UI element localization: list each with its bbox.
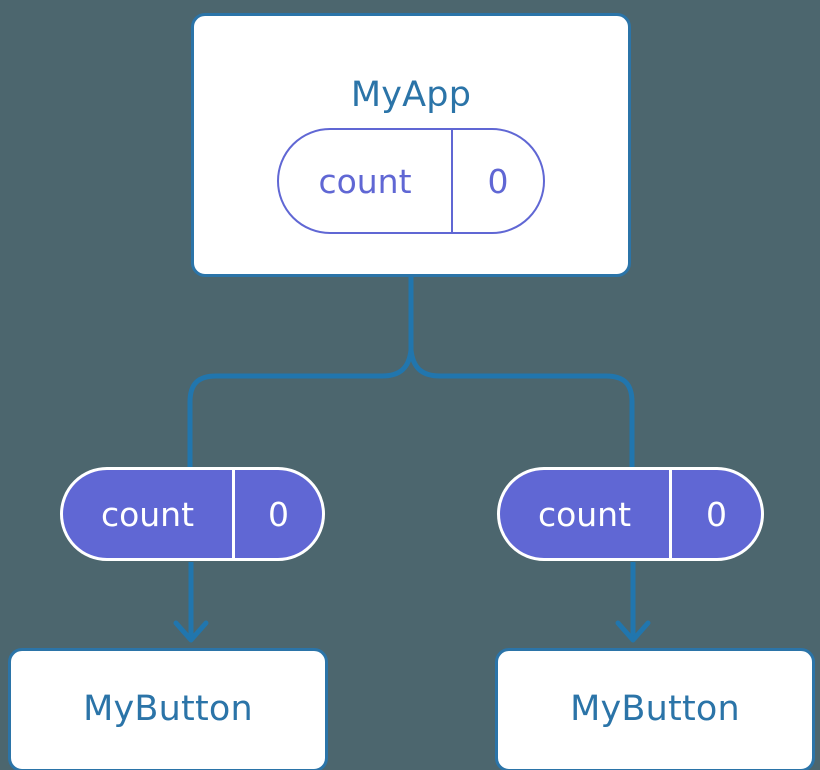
component-label-mybutton-right: MyButton xyxy=(570,689,740,729)
component-card-mybutton-left[interactable]: MyButton xyxy=(8,648,328,770)
state-key-child-right: count xyxy=(500,470,672,558)
state-key-child-left: count xyxy=(63,470,235,558)
arrow-head-right-icon xyxy=(615,620,651,643)
state-pill-child-right[interactable]: count 0 xyxy=(497,467,764,561)
state-value-myapp: 0 xyxy=(487,161,509,201)
state-pill-myapp[interactable]: count 0 xyxy=(277,128,545,234)
state-key-myapp: count xyxy=(279,130,453,232)
connector-branch-right xyxy=(408,347,635,470)
state-value-child-right: 0 xyxy=(706,494,727,534)
state-pill-child-left[interactable]: count 0 xyxy=(60,467,325,561)
component-label-mybutton-left: MyButton xyxy=(83,689,253,729)
arrow-head-left-icon xyxy=(173,620,209,643)
connector-branch-left xyxy=(187,347,414,470)
component-card-mybutton-right[interactable]: MyButton xyxy=(495,648,815,770)
state-value-child-left: 0 xyxy=(268,494,289,534)
component-label-myapp: MyApp xyxy=(350,75,472,115)
